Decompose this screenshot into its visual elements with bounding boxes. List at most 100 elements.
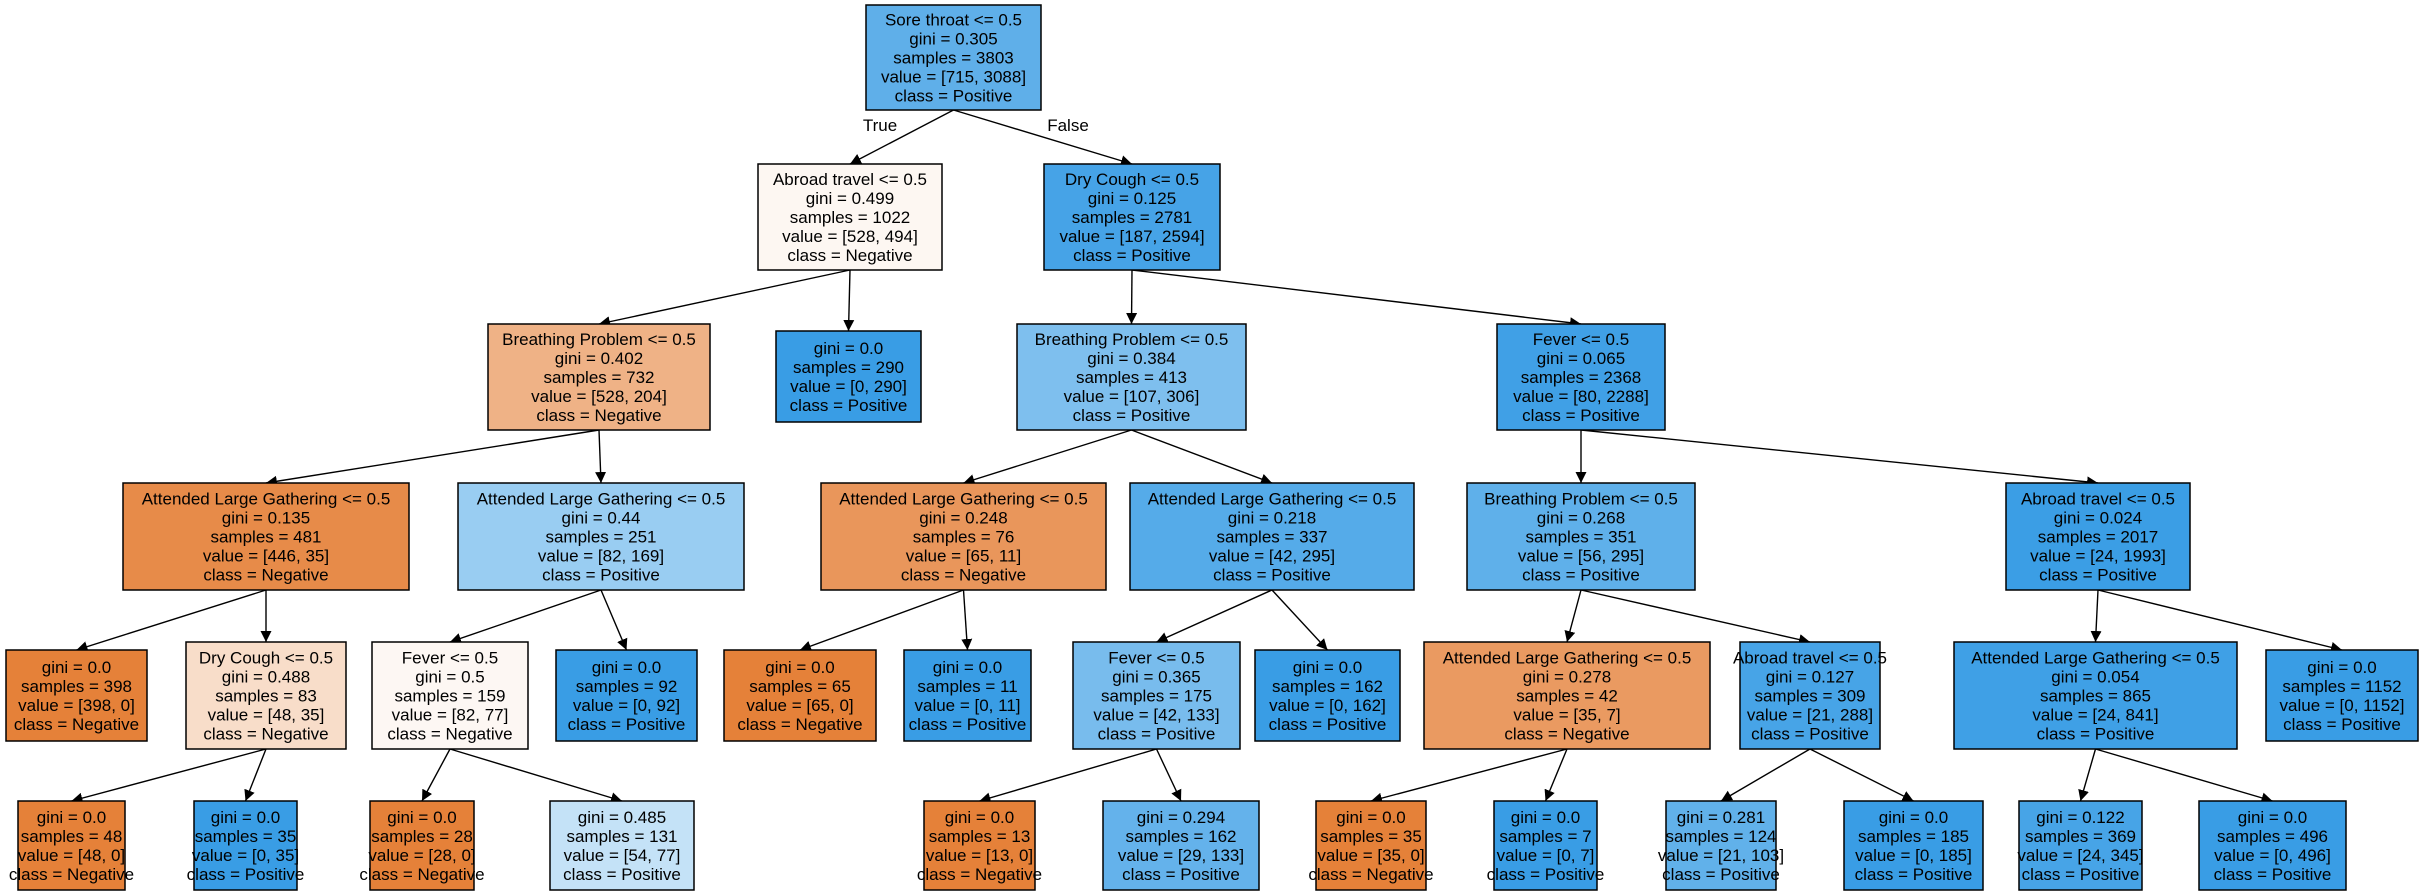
node-gini: gini = 0.365 xyxy=(1112,668,1200,687)
node-class: class = Positive xyxy=(1098,725,1216,744)
node-samples: samples = 732 xyxy=(543,368,654,387)
node-gini: gini = 0.485 xyxy=(578,808,666,827)
node-gini: gini = 0.384 xyxy=(1087,349,1175,368)
node-value: value = [107, 306] xyxy=(1064,387,1200,406)
node-box xyxy=(1466,482,1696,591)
edge-n8-n16 xyxy=(600,589,628,651)
node-box xyxy=(17,800,126,891)
node-box xyxy=(1739,641,1881,750)
edge-n10-n19 xyxy=(1156,589,1273,643)
node-value: value = [29, 133] xyxy=(1118,846,1244,865)
node-samples: samples = 185 xyxy=(1858,827,1969,846)
node-gini: gini = 0.278 xyxy=(1523,668,1611,687)
node-gini: gini = 0.0 xyxy=(1511,808,1580,827)
node-samples: samples = 35 xyxy=(1320,827,1422,846)
edge-n0-n1 xyxy=(849,109,954,165)
node-box xyxy=(2265,649,2419,742)
node-class: class = Positive xyxy=(1213,566,1331,585)
node-samples: samples = 131 xyxy=(566,827,677,846)
node-box xyxy=(775,330,922,423)
node-box xyxy=(903,649,1032,742)
node-box xyxy=(757,163,943,271)
node-samples: samples = 865 xyxy=(2040,687,2151,706)
edge-label-false: False xyxy=(1047,116,1089,135)
node-value: value = [82, 77] xyxy=(392,706,509,725)
node-samples: samples = 2017 xyxy=(2038,528,2159,547)
edge-n3-n8 xyxy=(595,429,607,484)
node-box xyxy=(555,649,698,742)
node-value: value = [54, 77] xyxy=(564,846,681,865)
node-class: class = Negative xyxy=(787,246,912,265)
node-class: class = Positive xyxy=(542,566,660,585)
node-samples: samples = 7 xyxy=(1499,827,1591,846)
node-gini: gini = 0.0 xyxy=(1879,808,1948,827)
node-box xyxy=(1102,800,1260,891)
node-class: class = Negative xyxy=(203,566,328,585)
node-gini: gini = 0.065 xyxy=(1537,349,1625,368)
edge-n22-n33 xyxy=(1720,748,1811,802)
edge-n1-n3 xyxy=(598,269,851,328)
edge-n23-n36 xyxy=(2095,748,2273,804)
node-class: class = Positive xyxy=(1073,406,1191,425)
node-class: class = Positive xyxy=(1522,566,1640,585)
node-class: class = Positive xyxy=(1662,865,1780,884)
node-class: class = Positive xyxy=(790,396,908,415)
edge-n21-n32 xyxy=(1544,748,1568,802)
node-split-rule: Sore throat <= 0.5 xyxy=(885,11,1022,30)
node-class: class = Negative xyxy=(14,715,139,734)
node-samples: samples = 35 xyxy=(195,827,297,846)
node-class: class = Negative xyxy=(536,406,661,425)
node-gini: gini = 0.125 xyxy=(1088,189,1176,208)
edge-n15-n28 xyxy=(449,748,623,804)
node-value: value = [65, 11] xyxy=(906,547,1021,566)
edge-n10-n20 xyxy=(1271,589,1329,651)
edge-n19-n30 xyxy=(1155,748,1182,802)
node-gini: gini = 0.024 xyxy=(2054,509,2142,528)
node-class: class = Positive xyxy=(895,87,1013,106)
node-value: value = [0, 290] xyxy=(790,377,907,396)
node-samples: samples = 175 xyxy=(1101,687,1212,706)
node-gini: gini = 0.248 xyxy=(919,509,1007,528)
node-class: class = Positive xyxy=(1269,715,1387,734)
node-box xyxy=(487,323,711,431)
edge-n6-n12 xyxy=(1580,429,2099,488)
node-class: class = Positive xyxy=(1855,865,1973,884)
node-gini: gini = 0.0 xyxy=(1336,808,1405,827)
node-box xyxy=(2005,482,2191,591)
node-gini: gini = 0.0 xyxy=(1293,658,1362,677)
node-samples: samples = 42 xyxy=(1516,687,1618,706)
node-samples: samples = 309 xyxy=(1754,687,1865,706)
node-split-rule: Attended Large Gathering <= 0.5 xyxy=(839,490,1088,509)
node-box xyxy=(457,482,745,591)
edge-n14-n25 xyxy=(71,748,267,804)
node-gini: gini = 0.054 xyxy=(2051,668,2139,687)
edge-n21-n31 xyxy=(1370,748,1568,804)
node-gini: gini = 0.218 xyxy=(1228,509,1316,528)
node-box xyxy=(1043,163,1221,271)
node-gini: gini = 0.0 xyxy=(2307,658,2376,677)
node-gini: gini = 0.0 xyxy=(211,808,280,827)
node-samples: samples = 251 xyxy=(545,528,656,547)
node-split-rule: Abroad travel <= 0.5 xyxy=(773,170,927,189)
edge-n2-n6 xyxy=(1131,269,1582,329)
edge-n5-n9 xyxy=(963,429,1132,485)
node-box xyxy=(1315,800,1427,891)
node-samples: samples = 398 xyxy=(21,677,132,696)
node-value: value = [21, 103] xyxy=(1658,846,1784,865)
edge-n5-n10 xyxy=(1131,429,1273,485)
node-value: value = [80, 2288] xyxy=(1513,387,1649,406)
node-box xyxy=(193,800,298,891)
edge-label-true: True xyxy=(863,116,897,135)
